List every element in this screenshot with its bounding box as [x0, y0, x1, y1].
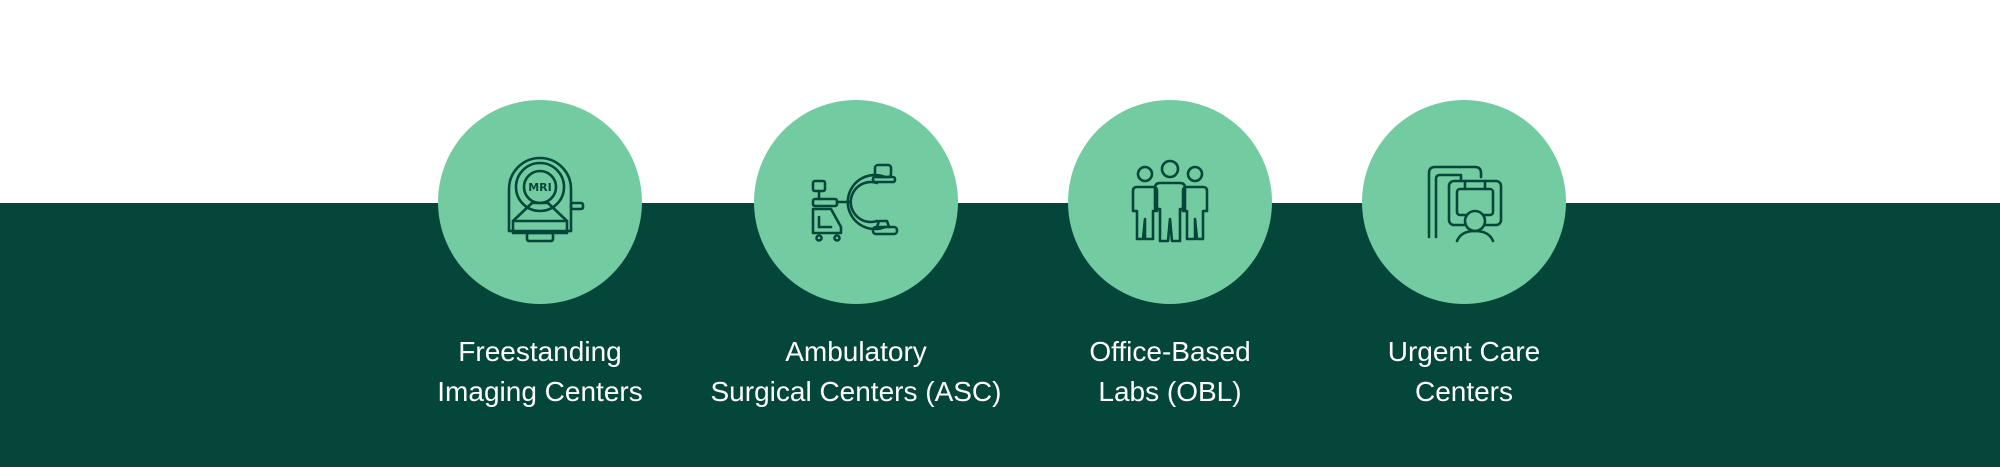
mri-icon-text: MRI: [528, 181, 552, 194]
icon-circle: [1362, 100, 1566, 304]
label-line-2: Centers: [1414, 376, 1514, 407]
label-line-1: Office-Based: [1089, 336, 1251, 367]
icon-circle: [1068, 100, 1272, 304]
card-urgent-care-centers: Urgent Care Centers: [1304, 100, 1624, 412]
xray-patient-icon: [1427, 165, 1503, 243]
people-group-icon: [1131, 159, 1209, 243]
label-line-2: Imaging Centers: [437, 376, 643, 407]
card-label: Ambulatory Surgical Centers (ASC): [696, 332, 1016, 412]
card-office-based-labs: Office-Based Labs (OBL): [1010, 100, 1330, 412]
background-bottom: [0, 203, 2000, 467]
card-label: Urgent Care Centers: [1304, 332, 1624, 412]
c-arm-surgical-icon: [811, 163, 899, 242]
label-line-1: Ambulatory: [785, 336, 927, 367]
label-line-1: Freestanding: [458, 336, 622, 367]
card-label: Freestanding Imaging Centers: [380, 332, 700, 412]
background-top: [0, 0, 2000, 203]
mri-scanner-icon: MRI: [507, 156, 585, 243]
label-line-1: Urgent Care: [1387, 336, 1541, 367]
label-line-2: Labs (OBL): [1098, 376, 1242, 407]
card-freestanding-imaging-centers: MRI Freestanding Imaging Centers: [380, 100, 700, 412]
card-label: Office-Based Labs (OBL): [1010, 332, 1330, 412]
icon-circle: [754, 100, 958, 304]
label-line-2: Surgical Centers (ASC): [710, 376, 1002, 407]
icon-circle: MRI: [438, 100, 642, 304]
card-ambulatory-surgical-centers: Ambulatory Surgical Centers (ASC): [696, 100, 1016, 412]
